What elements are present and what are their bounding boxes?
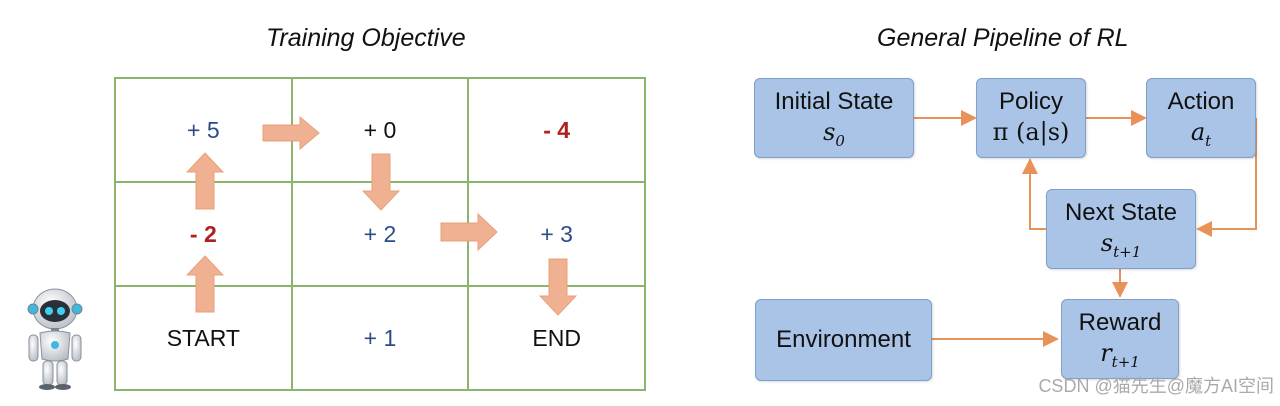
policy-label: Policy (998, 88, 1064, 115)
robot-icon (27, 288, 83, 390)
initial-state-symbol: s0 (823, 118, 845, 150)
policy-symbol: π (a|s) (992, 118, 1070, 146)
next-state-box: Next State st+1 (1046, 189, 1196, 269)
arrow-right-icon (262, 116, 320, 150)
arrow-down-icon (362, 153, 400, 211)
arrow-up-icon (186, 255, 224, 313)
training-objective-title: Training Objective (266, 24, 466, 52)
policy-box: Policy π (a|s) (976, 78, 1086, 158)
reward-symbol: rt+1 (1100, 339, 1140, 371)
arrow-up-icon (186, 152, 224, 210)
watermark: CSDN @猫先生@魔方AI空间 (1038, 376, 1274, 396)
next-state-label: Next State (1064, 199, 1178, 226)
initial-state-box: Initial State s0 (754, 78, 914, 158)
reward-box: Reward rt+1 (1061, 299, 1179, 379)
environment-box: Environment (755, 299, 932, 381)
pipeline-title: General Pipeline of RL (877, 24, 1129, 52)
action-symbol: at (1190, 118, 1212, 150)
arrow-down-icon (539, 258, 577, 316)
reward-label: Reward (1078, 309, 1162, 336)
next-state-symbol: st+1 (1100, 229, 1142, 261)
arrow-right-icon (440, 213, 498, 251)
environment-label: Environment (776, 326, 911, 353)
connector-action-to-next (1196, 118, 1257, 237)
initial-state-label: Initial State (774, 88, 894, 115)
connector-next-to-policy (1022, 158, 1046, 230)
grid-cell: + 1 (291, 286, 469, 390)
action-label: Action (1167, 88, 1235, 115)
grid-cell: - 4 (468, 78, 645, 182)
action-box: Action at (1146, 78, 1256, 158)
